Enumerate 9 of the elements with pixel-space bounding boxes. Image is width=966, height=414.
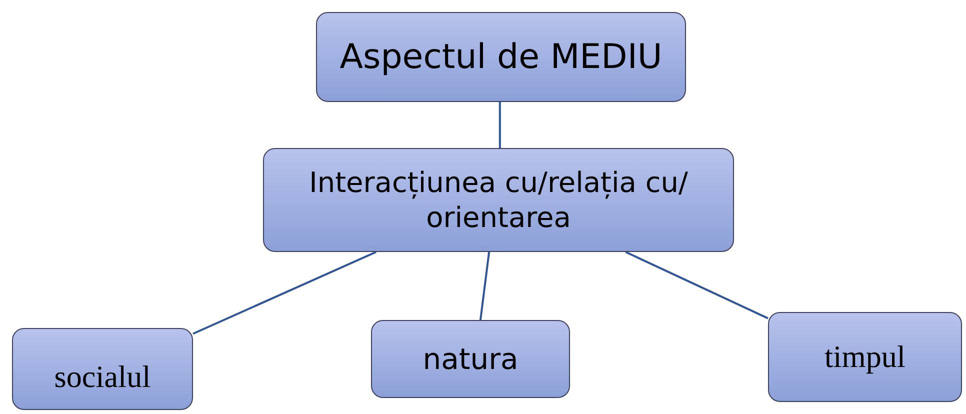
concept-box: socialul [12,328,193,410]
connector-line [192,251,376,335]
concept-box: Interacțiunea cu/relația cu/ orientarea [263,148,734,252]
connector-line [625,251,768,320]
connector-line [479,252,490,320]
concept-box: natura [371,320,570,398]
connector-line [498,102,501,148]
concept-box: timpul [768,312,962,402]
concept-box: Aspectul de MEDIU [316,12,686,102]
